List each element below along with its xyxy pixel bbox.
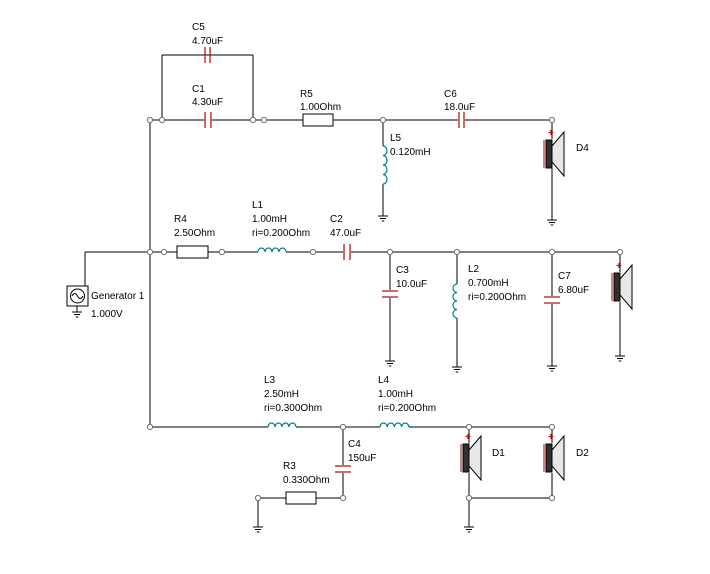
- speaker-d2[interactable]: +: [543, 432, 565, 481]
- l2-value: 0.700mH: [468, 278, 509, 289]
- generator-value: 1.000V: [91, 309, 123, 320]
- inductor-l5[interactable]: [382, 145, 388, 185]
- c1-value: 4.30uF: [192, 97, 223, 108]
- speaker-c7-driver[interactable]: +: [611, 261, 633, 310]
- ground-icon: [463, 520, 475, 533]
- resistor-r4[interactable]: [176, 245, 209, 259]
- l1-name: L1: [252, 200, 264, 211]
- c4-value: 150uF: [348, 453, 376, 464]
- l3-ri: ri=0.300Ohm: [264, 403, 322, 414]
- l3-name: L3: [264, 375, 276, 386]
- polarity-mark: +: [548, 432, 554, 443]
- polarity-mark: +: [548, 128, 554, 139]
- ground-icon: [71, 305, 83, 318]
- inductor-l2[interactable]: [452, 283, 458, 319]
- l1-ri: ri=0.200Ohm: [252, 228, 310, 239]
- l2-ri: ri=0.200Ohm: [468, 292, 526, 303]
- inductor-l3[interactable]: [267, 422, 297, 428]
- speaker-d1[interactable]: +: [460, 432, 482, 481]
- c4-name: C4: [348, 439, 361, 450]
- d4-name: D4: [576, 143, 589, 154]
- r4-value: 2.50Ohm: [174, 228, 215, 239]
- l4-value: 1.00mH: [378, 389, 413, 400]
- inductor-l1[interactable]: [257, 247, 287, 253]
- c6-value: 18.0uF: [444, 102, 475, 113]
- c7-value: 6.80uF: [558, 285, 589, 296]
- ground-icon: [546, 359, 558, 372]
- r4-name: R4: [174, 214, 187, 225]
- capacitor-c3[interactable]: [382, 290, 398, 298]
- l2-name: L2: [468, 264, 480, 275]
- c2-name: C2: [330, 214, 343, 225]
- r3-name: R3: [283, 461, 296, 472]
- capacitor-c7[interactable]: [544, 296, 560, 304]
- capacitor-c5[interactable]: [162, 47, 253, 63]
- capacitor-c1[interactable]: [204, 112, 212, 128]
- ground-icon: [614, 349, 626, 362]
- ground-symbols: [71, 209, 626, 533]
- c6-name: C6: [444, 89, 457, 100]
- resistor-r3[interactable]: [285, 491, 317, 505]
- resistor-r5[interactable]: [302, 113, 334, 127]
- polarity-mark: +: [465, 432, 471, 443]
- generator-name: Generator 1: [91, 291, 145, 302]
- c5-name: C5: [192, 22, 205, 33]
- l5-name: L5: [390, 133, 402, 144]
- speaker-d4[interactable]: +: [543, 128, 565, 177]
- wires: [84, 54, 621, 521]
- d1-name: D1: [492, 448, 505, 459]
- component-labels: C5 4.70uF C1 4.30uF R5 1.00Ohm C6 18.0uF…: [91, 22, 589, 486]
- ground-icon: [377, 209, 389, 222]
- r5-name: R5: [300, 89, 313, 100]
- l4-ri: ri=0.200Ohm: [378, 403, 436, 414]
- generator[interactable]: [66, 285, 89, 307]
- l1-value: 1.00mH: [252, 214, 287, 225]
- c1-name: C1: [192, 84, 205, 95]
- ground-icon: [451, 360, 463, 373]
- l4-name: L4: [378, 375, 390, 386]
- r5-value: 1.00Ohm: [300, 102, 341, 113]
- l3-value: 2.50mH: [264, 389, 299, 400]
- capacitor-c4[interactable]: [335, 465, 351, 473]
- r3-value: 0.330Ohm: [283, 475, 330, 486]
- ground-icon: [546, 213, 558, 226]
- capacitor-c6[interactable]: [458, 112, 465, 128]
- c3-value: 10.0uF: [396, 279, 427, 290]
- polarity-mark: +: [616, 261, 622, 272]
- c7-name: C7: [558, 271, 571, 282]
- ground-icon: [384, 354, 396, 367]
- inductor-l4[interactable]: [379, 422, 410, 428]
- c2-value: 47.0uF: [330, 228, 361, 239]
- d2-name: D2: [576, 448, 589, 459]
- ground-icon: [252, 520, 264, 533]
- junction-nodes: [146, 116, 624, 502]
- l5-value: 0.120mH: [390, 147, 431, 158]
- c5-value: 4.70uF: [192, 36, 223, 47]
- capacitor-c2[interactable]: [343, 244, 351, 260]
- c3-name: C3: [396, 265, 409, 276]
